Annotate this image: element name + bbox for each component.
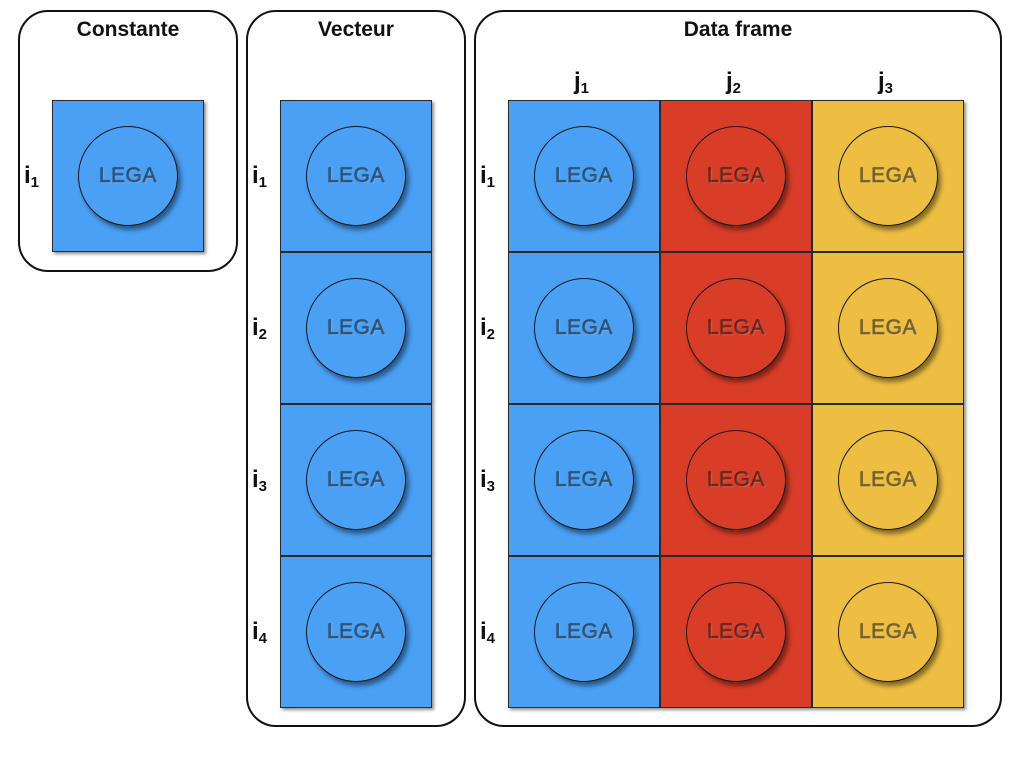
brick-stud: LEGA: [838, 582, 938, 682]
dataframe-brick-r1-c2: LEGA: [660, 100, 812, 252]
vecteur-brick-3: LEGA: [280, 404, 432, 556]
dataframe-brick-r4-c2: LEGA: [660, 556, 812, 708]
vecteur-brick-4: LEGA: [280, 556, 432, 708]
brick-stud: LEGA: [686, 582, 786, 682]
brick-stud: LEGA: [838, 126, 938, 226]
brick-stud: LEGA: [534, 278, 634, 378]
dataframe-brick-r2-c3: LEGA: [812, 252, 964, 404]
constante-title: Constante: [76, 18, 180, 41]
brick-stud-text: LEGA: [706, 620, 766, 644]
brick-stud: LEGA: [78, 126, 178, 226]
brick-stud-text: LEGA: [554, 620, 614, 644]
vecteur-row-label-3: i3: [252, 466, 268, 495]
dataframe-brick-r3-c3: LEGA: [812, 404, 964, 556]
vecteur-brick-2: LEGA: [280, 252, 432, 404]
brick-stud-text: LEGA: [326, 316, 386, 340]
brick-stud-text: LEGA: [706, 316, 766, 340]
brick-stud-text: LEGA: [326, 468, 386, 492]
brick-stud: LEGA: [534, 582, 634, 682]
vecteur-brick-1: LEGA: [280, 100, 432, 252]
brick-stud-text: LEGA: [858, 620, 918, 644]
brick-stud-text: LEGA: [554, 164, 614, 188]
dataframe-brick-r3-c2: LEGA: [660, 404, 812, 556]
dataframe-title: Data frame: [683, 18, 793, 41]
vecteur-row-label-1: i1: [252, 162, 268, 191]
constante-brick-1: LEGA: [52, 100, 204, 252]
brick-stud-text: LEGA: [858, 164, 918, 188]
brick-stud: LEGA: [686, 126, 786, 226]
brick-stud-text: LEGA: [706, 468, 766, 492]
dataframe-row-label-3: i3: [480, 466, 496, 495]
brick-stud-text: LEGA: [98, 164, 158, 188]
brick-stud-text: LEGA: [554, 316, 614, 340]
dataframe-col-label-3: j3: [878, 68, 894, 97]
brick-stud: LEGA: [306, 278, 406, 378]
brick-stud: LEGA: [306, 126, 406, 226]
brick-stud-text: LEGA: [706, 164, 766, 188]
brick-stud: LEGA: [306, 582, 406, 682]
dataframe-col-label-1: j1: [574, 68, 590, 97]
brick-stud: LEGA: [306, 430, 406, 530]
dataframe-brick-r3-c1: LEGA: [508, 404, 660, 556]
vecteur-title: Vecteur: [318, 18, 394, 41]
brick-stud: LEGA: [686, 430, 786, 530]
brick-stud: LEGA: [838, 430, 938, 530]
dataframe-row-label-1: i1: [480, 162, 496, 191]
brick-stud: LEGA: [534, 430, 634, 530]
brick-stud: LEGA: [534, 126, 634, 226]
brick-stud-text: LEGA: [326, 620, 386, 644]
vecteur-row-label-2: i2: [252, 314, 268, 343]
dataframe-col-label-2: j2: [726, 68, 742, 97]
brick-stud: LEGA: [686, 278, 786, 378]
brick-stud: LEGA: [838, 278, 938, 378]
dataframe-brick-r2-c2: LEGA: [660, 252, 812, 404]
dataframe-brick-r1-c1: LEGA: [508, 100, 660, 252]
brick-stud-text: LEGA: [554, 468, 614, 492]
dataframe-brick-r4-c3: LEGA: [812, 556, 964, 708]
vecteur-row-label-4: i4: [252, 618, 268, 647]
dataframe-brick-r2-c1: LEGA: [508, 252, 660, 404]
brick-stud-text: LEGA: [858, 468, 918, 492]
dataframe-row-label-4: i4: [480, 618, 496, 647]
dataframe-row-label-2: i2: [480, 314, 496, 343]
brick-stud-text: LEGA: [858, 316, 918, 340]
dataframe-brick-r1-c3: LEGA: [812, 100, 964, 252]
constante-row-label-1: i1: [24, 162, 40, 191]
brick-stud-text: LEGA: [326, 164, 386, 188]
dataframe-brick-r4-c1: LEGA: [508, 556, 660, 708]
